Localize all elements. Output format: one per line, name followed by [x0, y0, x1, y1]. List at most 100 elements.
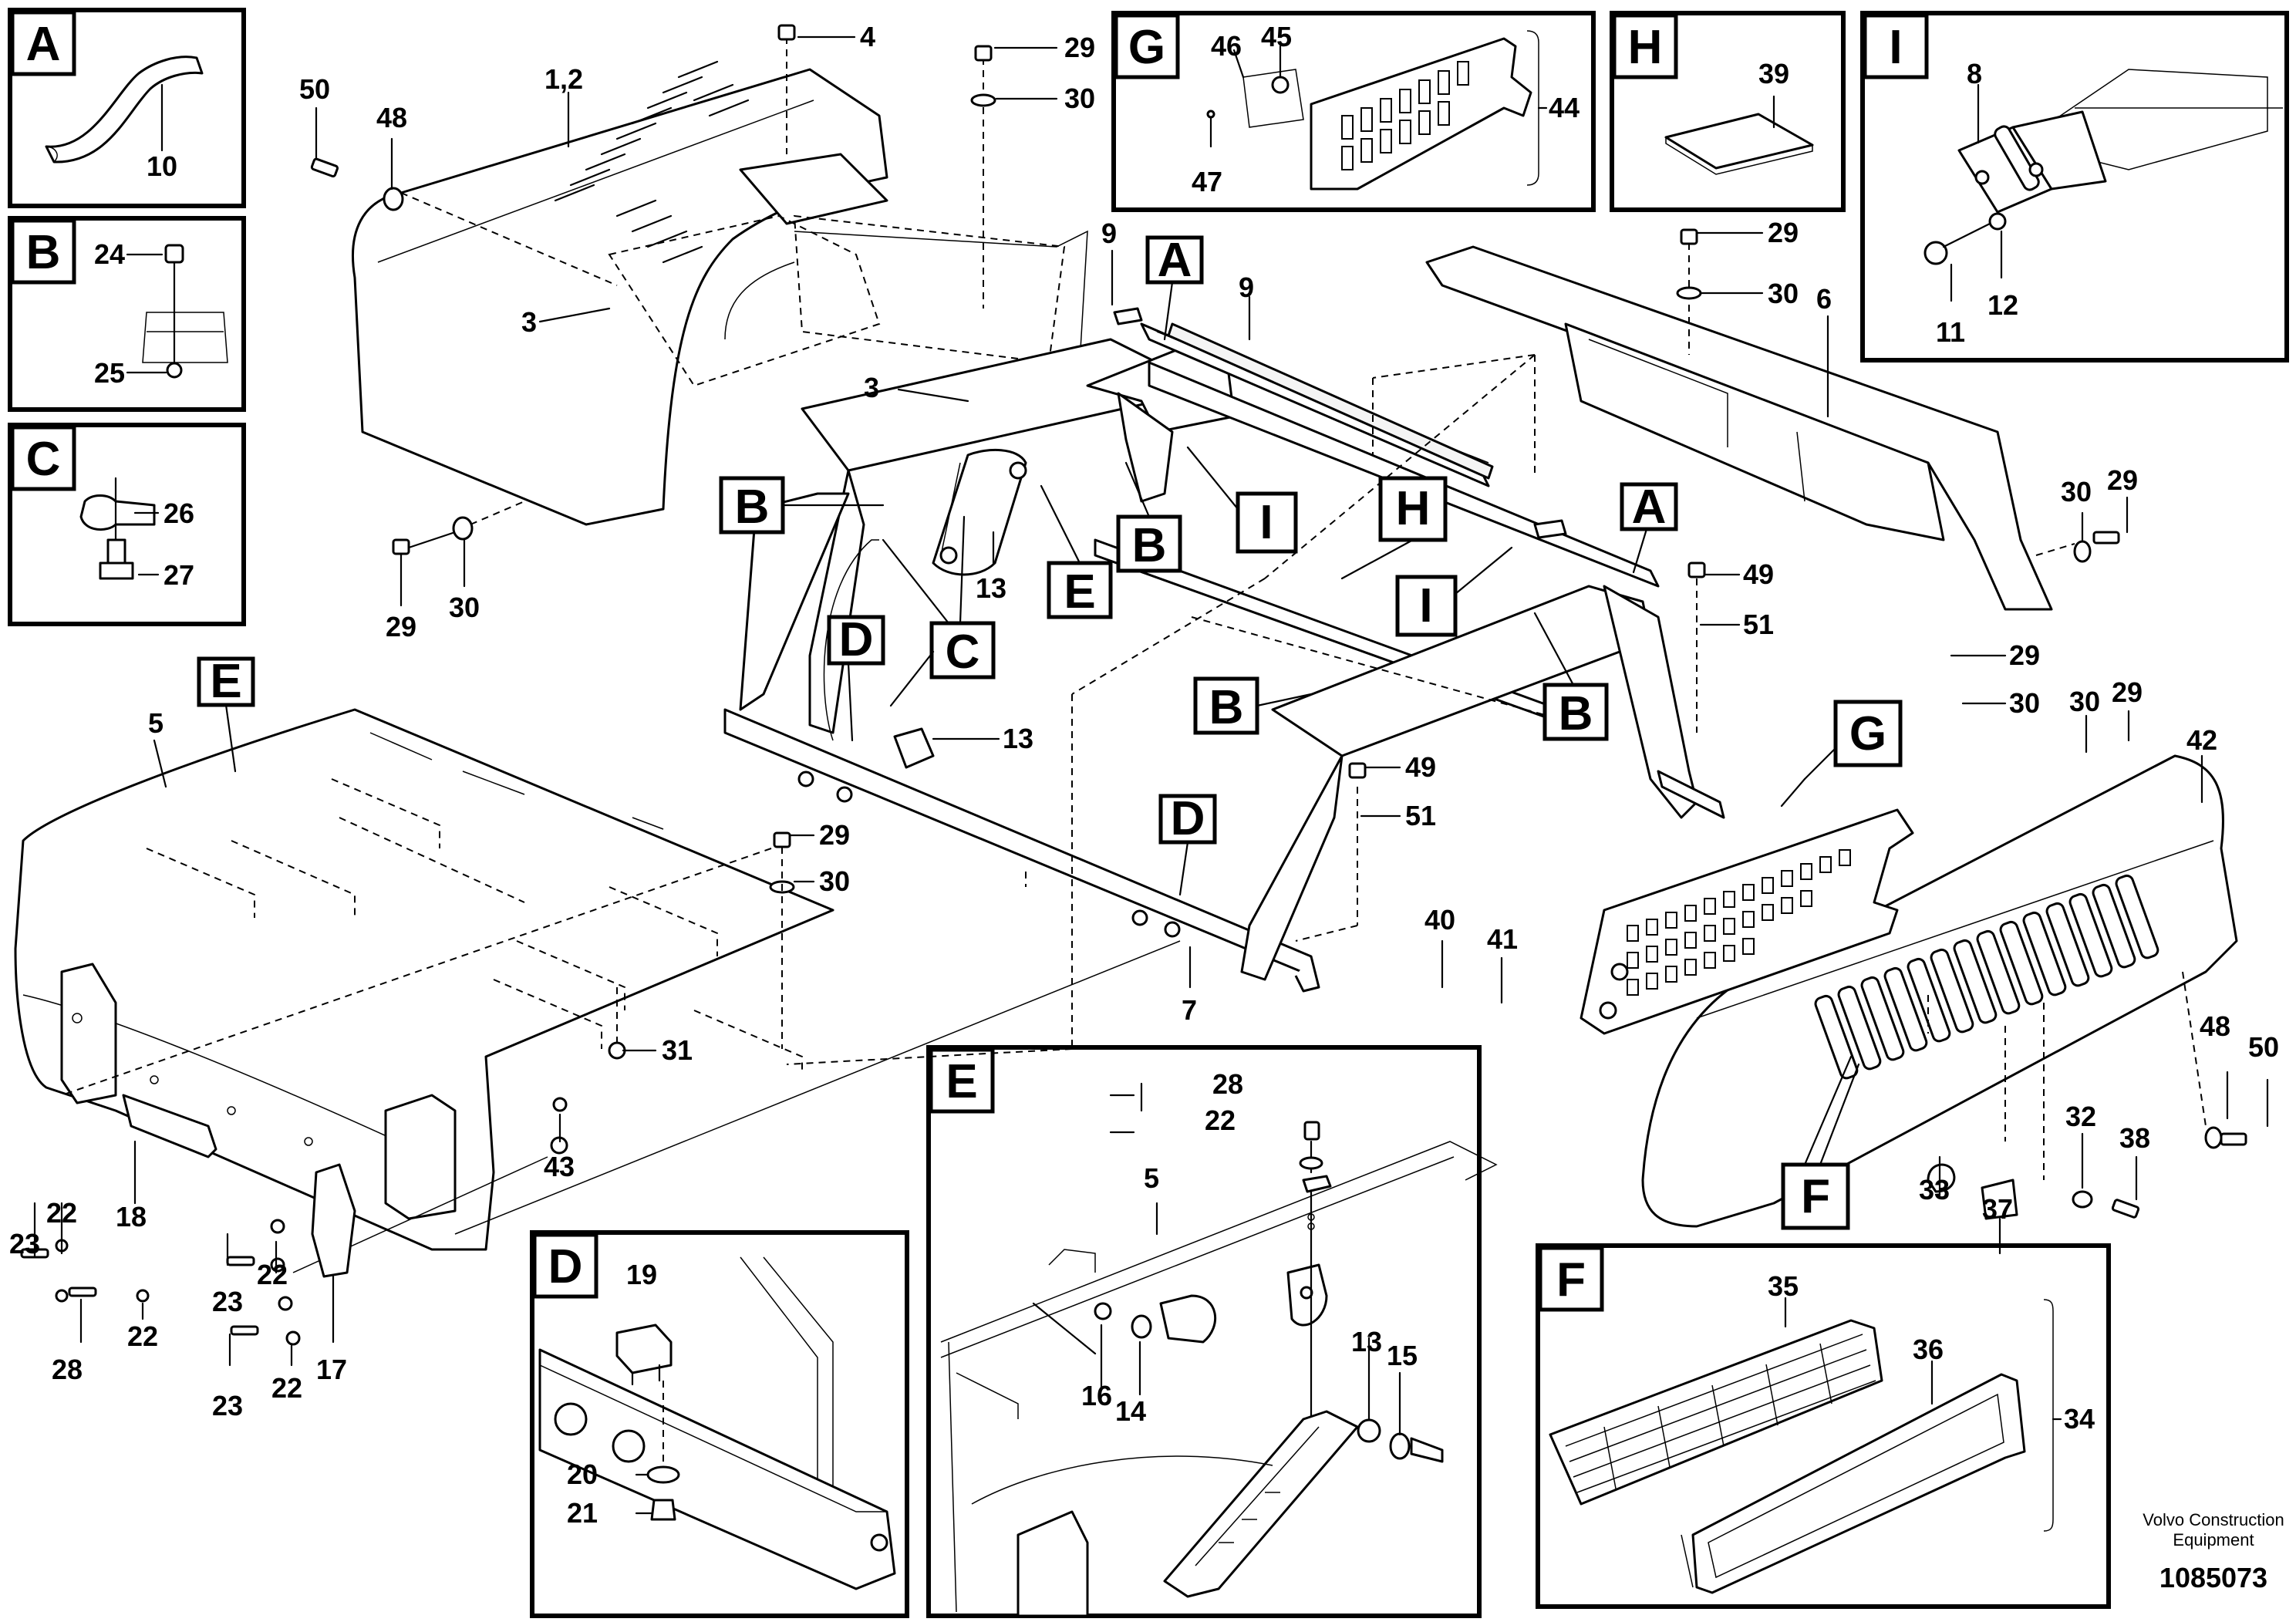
svg-text:16: 16: [1081, 1380, 1112, 1411]
detail-panel-i: I 8 11 12: [1860, 11, 2289, 363]
svg-text:30: 30: [1064, 83, 1095, 114]
svg-text:31: 31: [662, 1034, 693, 1066]
svg-text:C: C: [26, 433, 61, 486]
svg-text:23: 23: [9, 1228, 40, 1259]
svg-text:13: 13: [976, 572, 1006, 604]
svg-text:1,2: 1,2: [544, 63, 583, 95]
svg-text:D: D: [548, 1240, 583, 1293]
lower-hood-brackets: [146, 778, 803, 1072]
svg-text:50: 50: [299, 73, 330, 105]
mesh-pattern: [1565, 1334, 1876, 1493]
detail-panel-f: F 35 36 34: [1536, 1243, 2111, 1609]
svg-text:D: D: [1171, 792, 1205, 845]
svg-text:32: 32: [2065, 1101, 2096, 1132]
svg-text:29: 29: [2009, 639, 2040, 671]
svg-text:30: 30: [449, 592, 480, 623]
svg-text:6: 6: [1816, 283, 1832, 315]
svg-text:15: 15: [1387, 1340, 1418, 1371]
svg-text:7: 7: [1182, 994, 1197, 1026]
svg-text:51: 51: [1405, 800, 1436, 831]
grille-slots-g: [1341, 61, 1469, 170]
svg-text:48: 48: [376, 102, 407, 133]
svg-text:H: H: [1396, 482, 1431, 535]
svg-text:22: 22: [46, 1197, 77, 1229]
right-hood-louvers: [1814, 874, 2159, 1080]
svg-text:22: 22: [257, 1259, 288, 1290]
main-part-labels: 4 29 30 50 48 1,2 3 3 29 30 9 9 13 13 6 …: [9, 21, 2279, 1421]
svg-text:B: B: [1209, 681, 1244, 734]
svg-text:49: 49: [1743, 558, 1774, 590]
detail-panel-b: B 24 25: [8, 216, 246, 412]
footer: Volvo Construction Equipment 1085073: [2143, 1510, 2284, 1593]
svg-text:B: B: [1559, 687, 1593, 740]
svg-text:30: 30: [2009, 687, 2040, 719]
svg-text:28: 28: [52, 1354, 83, 1385]
svg-text:25: 25: [94, 357, 125, 389]
svg-text:B: B: [26, 226, 61, 279]
svg-text:F: F: [1556, 1253, 1586, 1307]
svg-text:42: 42: [2186, 724, 2217, 756]
svg-text:30: 30: [2069, 686, 2100, 717]
svg-text:28: 28: [1212, 1068, 1243, 1100]
detail-panel-h: H 39: [1610, 11, 1846, 212]
svg-text:13: 13: [1003, 723, 1033, 754]
svg-text:14: 14: [1115, 1395, 1146, 1427]
svg-text:I: I: [1259, 496, 1273, 549]
svg-text:12: 12: [1988, 289, 2018, 321]
svg-text:4: 4: [860, 21, 875, 52]
svg-text:9: 9: [1239, 271, 1254, 303]
svg-text:22: 22: [1205, 1104, 1236, 1136]
svg-text:30: 30: [819, 865, 850, 897]
detail-panel-e: E 28 22 5 16: [926, 1045, 1498, 1618]
svg-text:29: 29: [386, 611, 416, 642]
callout-boxes: A A B B B B C D D E: [197, 234, 1903, 1230]
svg-text:8: 8: [1967, 58, 1982, 89]
svg-text:23: 23: [212, 1390, 243, 1421]
svg-text:50: 50: [2248, 1031, 2279, 1063]
svg-text:9: 9: [1101, 218, 1117, 249]
detail-panel-c: C 26 27: [8, 423, 246, 626]
svg-text:46: 46: [1211, 30, 1242, 62]
svg-text:35: 35: [1768, 1270, 1799, 1302]
svg-text:38: 38: [2119, 1122, 2150, 1154]
svg-text:33: 33: [1919, 1174, 1950, 1206]
svg-text:48: 48: [2200, 1010, 2230, 1042]
svg-text:30: 30: [1768, 278, 1799, 309]
svg-text:B: B: [1132, 519, 1167, 572]
svg-text:29: 29: [2112, 676, 2143, 708]
svg-text:27: 27: [164, 559, 194, 591]
detail-panel-d: D 19 20 21: [530, 1230, 909, 1618]
svg-text:40: 40: [1424, 904, 1455, 936]
svg-text:22: 22: [271, 1372, 302, 1404]
main-frame: [723, 307, 1725, 993]
svg-text:E: E: [210, 655, 241, 708]
svg-text:3: 3: [521, 306, 537, 338]
svg-text:36: 36: [1913, 1334, 1944, 1365]
svg-text:18: 18: [116, 1201, 147, 1233]
svg-text:37: 37: [1982, 1193, 2013, 1225]
svg-text:29: 29: [1064, 32, 1095, 63]
grille-panel-slots: [1627, 849, 1851, 996]
svg-text:29: 29: [1768, 217, 1799, 248]
svg-text:A: A: [1632, 481, 1667, 534]
svg-text:39: 39: [1758, 58, 1789, 89]
svg-text:G: G: [1849, 707, 1886, 760]
svg-text:20: 20: [567, 1458, 598, 1490]
svg-text:I: I: [1419, 579, 1432, 632]
hood-slots: [554, 60, 750, 264]
svg-text:13: 13: [1351, 1326, 1382, 1357]
svg-text:11: 11: [1936, 316, 1965, 348]
svg-text:E: E: [1064, 565, 1095, 619]
svg-text:45: 45: [1261, 21, 1292, 52]
svg-text:D: D: [839, 613, 874, 666]
svg-text:17: 17: [316, 1354, 347, 1385]
main-hardware: [20, 24, 2247, 1346]
lower-hood: [14, 708, 834, 1251]
svg-text:10: 10: [147, 150, 177, 182]
svg-text:B: B: [735, 481, 770, 534]
svg-text:29: 29: [2107, 464, 2138, 496]
svg-text:51: 51: [1743, 609, 1774, 640]
svg-text:5: 5: [1144, 1162, 1159, 1194]
svg-text:49: 49: [1405, 751, 1436, 783]
